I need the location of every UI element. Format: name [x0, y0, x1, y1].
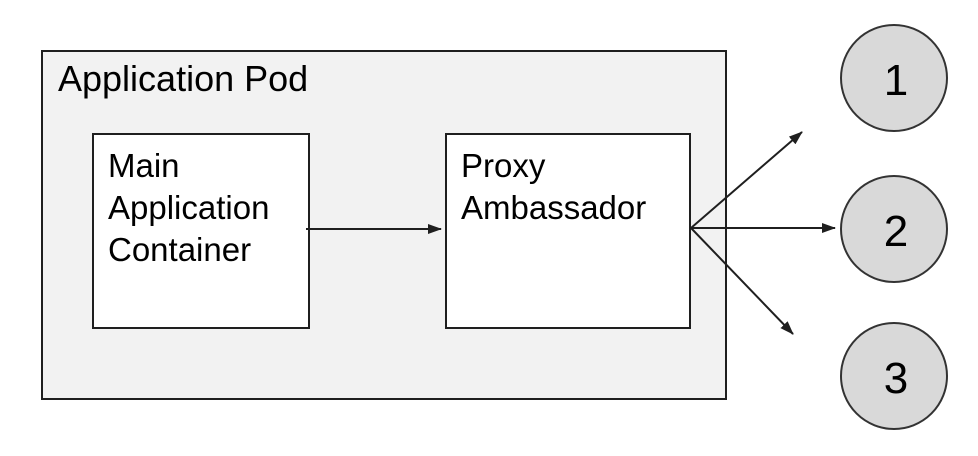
main-application-container-box: Main Application Container: [92, 133, 310, 329]
proxy-ambassador-label: Proxy Ambassador: [461, 147, 647, 226]
node-circle-3: 3: [840, 322, 948, 430]
node-3-label: 3: [883, 354, 909, 403]
application-pod: Application Pod Main Application Contain…: [41, 50, 727, 400]
main-application-container-label: Main Application Container: [108, 147, 270, 268]
node-1-label: 1: [883, 56, 909, 105]
node-circle-2: 2: [840, 175, 948, 283]
node-circle-1: 1: [840, 24, 948, 132]
node-2-label: 2: [883, 207, 909, 256]
application-pod-title: Application Pod: [58, 58, 309, 99]
proxy-ambassador-box: Proxy Ambassador: [445, 133, 691, 329]
